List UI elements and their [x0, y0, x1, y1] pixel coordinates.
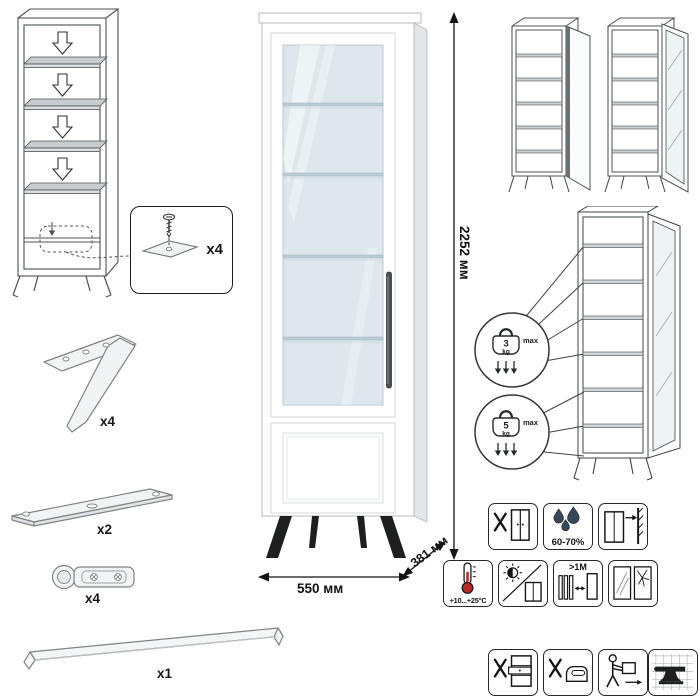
svg-text:5: 5: [503, 421, 509, 432]
care-cell-glass-caution: [608, 560, 658, 607]
carrying-person-icon: [606, 654, 643, 688]
anvil-icon: [651, 653, 694, 691]
fastener-detail-callout: x4: [130, 206, 233, 294]
width-dimension-arrow: [258, 572, 410, 582]
svg-text:3: 3: [503, 339, 508, 350]
water-drops-icon: [553, 506, 580, 532]
door-handle: [386, 271, 392, 389]
glass-insert: [652, 220, 676, 452]
shelves: [23, 56, 108, 194]
handle-qty-label: x1: [157, 666, 173, 681]
bottom-door-panel: [286, 436, 380, 500]
cabinet-outline: [17, 8, 120, 277]
svg-text:kg: kg: [502, 431, 510, 438]
cabinet-legs: [266, 516, 406, 558]
care-cell-humidity: 60-70%: [543, 503, 593, 550]
shelf-load-limit-diagram: 3 kg max 5 kg max: [474, 206, 681, 481]
legs: [508, 175, 570, 193]
care-cell-wall-mount: [598, 503, 648, 550]
thermometer-icon: [461, 562, 476, 594]
glass-insert: [665, 29, 685, 185]
top-cap: [258, 12, 422, 24]
door-edge: [566, 26, 570, 178]
fragile-glass-icon: [613, 566, 652, 600]
legs: [604, 175, 666, 193]
wireframe-cabinet-open-door: [508, 17, 591, 193]
side-panel: [413, 22, 428, 523]
sunlight-icon: [502, 563, 542, 602]
wireframe-cabinet-shelf-assembly: [12, 8, 130, 298]
weight-5kg-icon: 5 kg max: [492, 410, 539, 456]
main-cabinet-render: [258, 12, 428, 558]
handle-rail-drawing: [23, 627, 284, 670]
shelves: [515, 53, 563, 154]
shelves: [611, 53, 659, 154]
care-cell-avoid-sunlight: [498, 560, 548, 607]
strip-qty-label: x2: [97, 522, 113, 537]
cabinet-legs: [12, 275, 112, 298]
glass-reflections: [283, 45, 377, 405]
svg-text:kg: kg: [502, 349, 510, 356]
wall-mount-icon: [604, 507, 644, 545]
svg-text:max: max: [523, 418, 539, 427]
glass-hatch: [655, 251, 673, 397]
bottom-rail: [24, 222, 100, 243]
svg-text:max: max: [523, 336, 539, 345]
care-cell-no-hammering: [648, 649, 698, 696]
wireframe-cabinet-open-glass-door: [604, 17, 689, 193]
detail-highlight: [39, 225, 93, 253]
width-dimension-label: 550 мм: [297, 581, 344, 596]
care-cell-do-not-tilt: [488, 503, 538, 550]
care-cell-no-hot-objects: [543, 649, 593, 696]
weight-3kg-icon: 3 kg max: [492, 328, 539, 374]
no-hot-objects-icon: [548, 658, 588, 682]
shelf-fitting-qty-label: x4: [206, 241, 223, 258]
care-cell-heater-distance: >1M: [553, 560, 603, 607]
no-climbing-icon: [493, 655, 532, 687]
heater-distance-icon: [558, 573, 598, 600]
hinge-drawing: [51, 564, 135, 590]
hinge-qty-label: x4: [85, 591, 101, 606]
glass-hatch: [667, 49, 683, 151]
depth-dimension-arrow: [402, 541, 446, 577]
leg-qty-label: x4: [100, 414, 116, 429]
legs: [573, 457, 653, 481]
shelves: [582, 243, 644, 428]
screw-fitting-icon: [141, 213, 199, 258]
care-cell-carry-carefully: [598, 649, 648, 696]
leg-part-drawing: [43, 334, 137, 433]
do-not-tilt-icon: [493, 509, 530, 541]
down-arrow-icons: [51, 31, 74, 181]
height-dimension-arrow: [449, 12, 459, 560]
min-distance-label: >1M: [569, 562, 587, 572]
glass-shelves: [282, 102, 384, 343]
humidity-range-label: 60-70%: [551, 537, 585, 548]
callout-leader-line: [65, 251, 130, 259]
care-cell-no-climbing: [488, 649, 538, 696]
care-cell-temperature: +10...+25°C: [443, 560, 493, 607]
mounting-strip-drawing: [11, 488, 173, 527]
load-arrows: [494, 361, 518, 374]
temperature-range-label: +10...+25°C: [449, 596, 487, 605]
load-arrows: [494, 443, 518, 456]
